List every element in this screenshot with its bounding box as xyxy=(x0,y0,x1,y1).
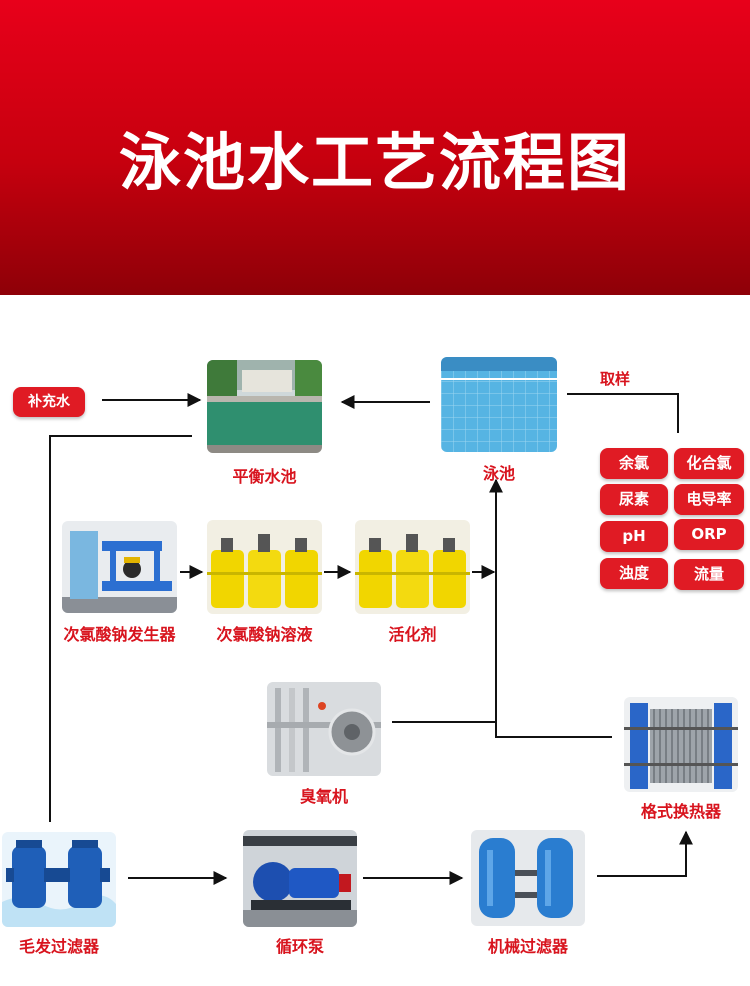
pool-photo xyxy=(441,357,557,452)
line-balance-to-hairfilter xyxy=(49,435,192,822)
heat-exchanger-photo xyxy=(624,697,738,792)
param-urea: 尿素 xyxy=(600,484,668,515)
arrow-heatex-to-pool xyxy=(489,478,612,738)
balance-tank-label: 平衡水池 xyxy=(232,467,297,486)
hypochlorite-generator-photo xyxy=(62,521,177,613)
hypochlorite-solution-photo xyxy=(207,520,322,614)
ozone-generator-label: 臭氧机 xyxy=(299,787,348,806)
line-sampling xyxy=(567,393,679,433)
activator-label: 活化剂 xyxy=(388,625,437,644)
sampling-label: 取样 xyxy=(600,370,631,388)
arrow-mechfilter-to-heatex xyxy=(597,830,693,877)
hypochlorite-generator-label: 次氯酸钠发生器 xyxy=(63,625,176,644)
makeup-water-badge: 补充水 xyxy=(13,387,85,417)
mechanical-filter-photo xyxy=(471,830,585,926)
page-title: 泳池水工艺流程图 xyxy=(118,126,631,199)
ozone-generator-photo xyxy=(267,682,381,776)
param-turbidity: 浊度 xyxy=(600,558,668,589)
hair-filter-photo xyxy=(2,832,116,927)
param-ph: pH xyxy=(600,521,668,552)
circulation-pump-label: 循环泵 xyxy=(275,937,324,956)
param-combined-chlorine: 化合氯 xyxy=(674,448,744,479)
param-conductivity: 电导率 xyxy=(674,484,744,515)
param-orp: ORP xyxy=(674,519,744,550)
header-banner: 泳池水工艺流程图 xyxy=(0,0,750,295)
circulation-pump-photo xyxy=(243,830,357,927)
hair-filter-label: 毛发过滤器 xyxy=(18,937,99,956)
hypochlorite-solution-label: 次氯酸钠溶液 xyxy=(216,625,313,644)
param-free-chlorine: 余氯 xyxy=(600,448,668,479)
pool-label: 泳池 xyxy=(482,464,515,483)
activator-photo xyxy=(355,520,470,614)
param-flow: 流量 xyxy=(674,559,744,590)
balance-tank-photo xyxy=(207,360,322,453)
heat-exchanger-label: 格式换热器 xyxy=(640,802,721,821)
mechanical-filter-label: 机械过滤器 xyxy=(487,937,568,956)
